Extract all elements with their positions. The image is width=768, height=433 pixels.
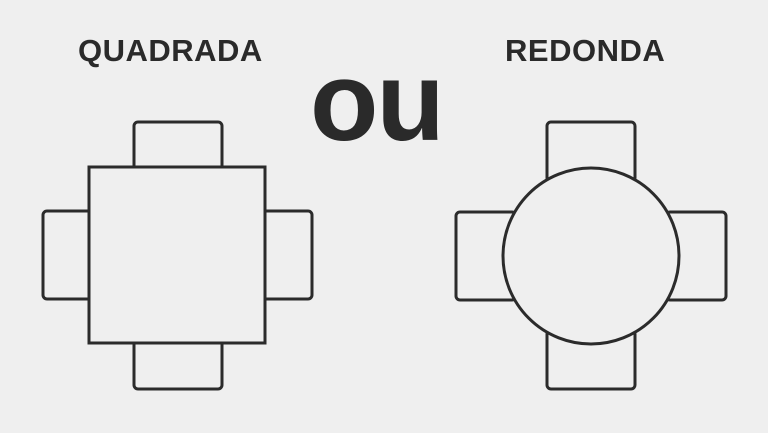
round-table-label: REDONDA	[505, 33, 666, 68]
square-table	[87, 165, 267, 345]
round-table-group	[454, 120, 728, 391]
round-table	[501, 166, 681, 346]
square-table-label: QUADRADA	[78, 33, 263, 68]
square-table-group	[41, 120, 314, 391]
or-separator: ou	[310, 39, 445, 164]
